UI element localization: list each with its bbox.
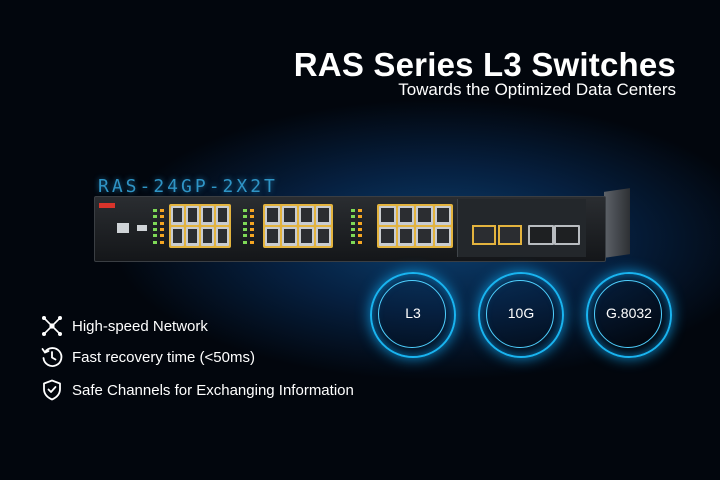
feature-item: High-speed Network — [40, 314, 208, 338]
sfp-port — [554, 225, 580, 245]
page-title: RAS Series L3 Switches — [293, 46, 676, 83]
badge-label: 10G — [507, 305, 535, 321]
badge-g8032: G.8032 — [586, 272, 672, 358]
feature-item: Safe Channels for Exchanging Information — [40, 378, 354, 402]
console-port — [117, 223, 129, 233]
badge-10g: 10G — [478, 272, 564, 358]
feature-text: Fast recovery time (<50ms) — [72, 348, 255, 366]
led-column — [351, 209, 363, 245]
port-block-3 — [377, 204, 453, 248]
badge-label: G.8032 — [606, 305, 652, 321]
port-block-1 — [169, 204, 231, 248]
10g-copper-port — [498, 225, 522, 245]
feature-text: Safe Channels for Exchanging Information — [72, 381, 354, 399]
network-nodes-icon — [42, 316, 62, 336]
badge-label: L3 — [405, 305, 421, 321]
switch-image — [94, 196, 606, 262]
feature-text: High-speed Network — [72, 317, 208, 335]
usb-port — [137, 225, 147, 231]
uplink-panel — [457, 199, 586, 257]
model-label: RAS-24GP-2X2T — [98, 176, 278, 197]
clock-refresh-icon — [41, 347, 63, 367]
page-subtitle: Towards the Optimized Data Centers — [398, 80, 676, 99]
led-column — [243, 209, 255, 245]
switch-side-panel — [604, 188, 630, 258]
led-column — [153, 209, 165, 245]
shield-check-icon — [43, 379, 61, 401]
badge-l3: L3 — [370, 272, 456, 358]
brand-logo — [99, 203, 115, 208]
sfp-port — [528, 225, 554, 245]
10g-copper-port — [472, 225, 496, 245]
port-block-2 — [263, 204, 333, 248]
feature-item: Fast recovery time (<50ms) — [40, 345, 255, 369]
